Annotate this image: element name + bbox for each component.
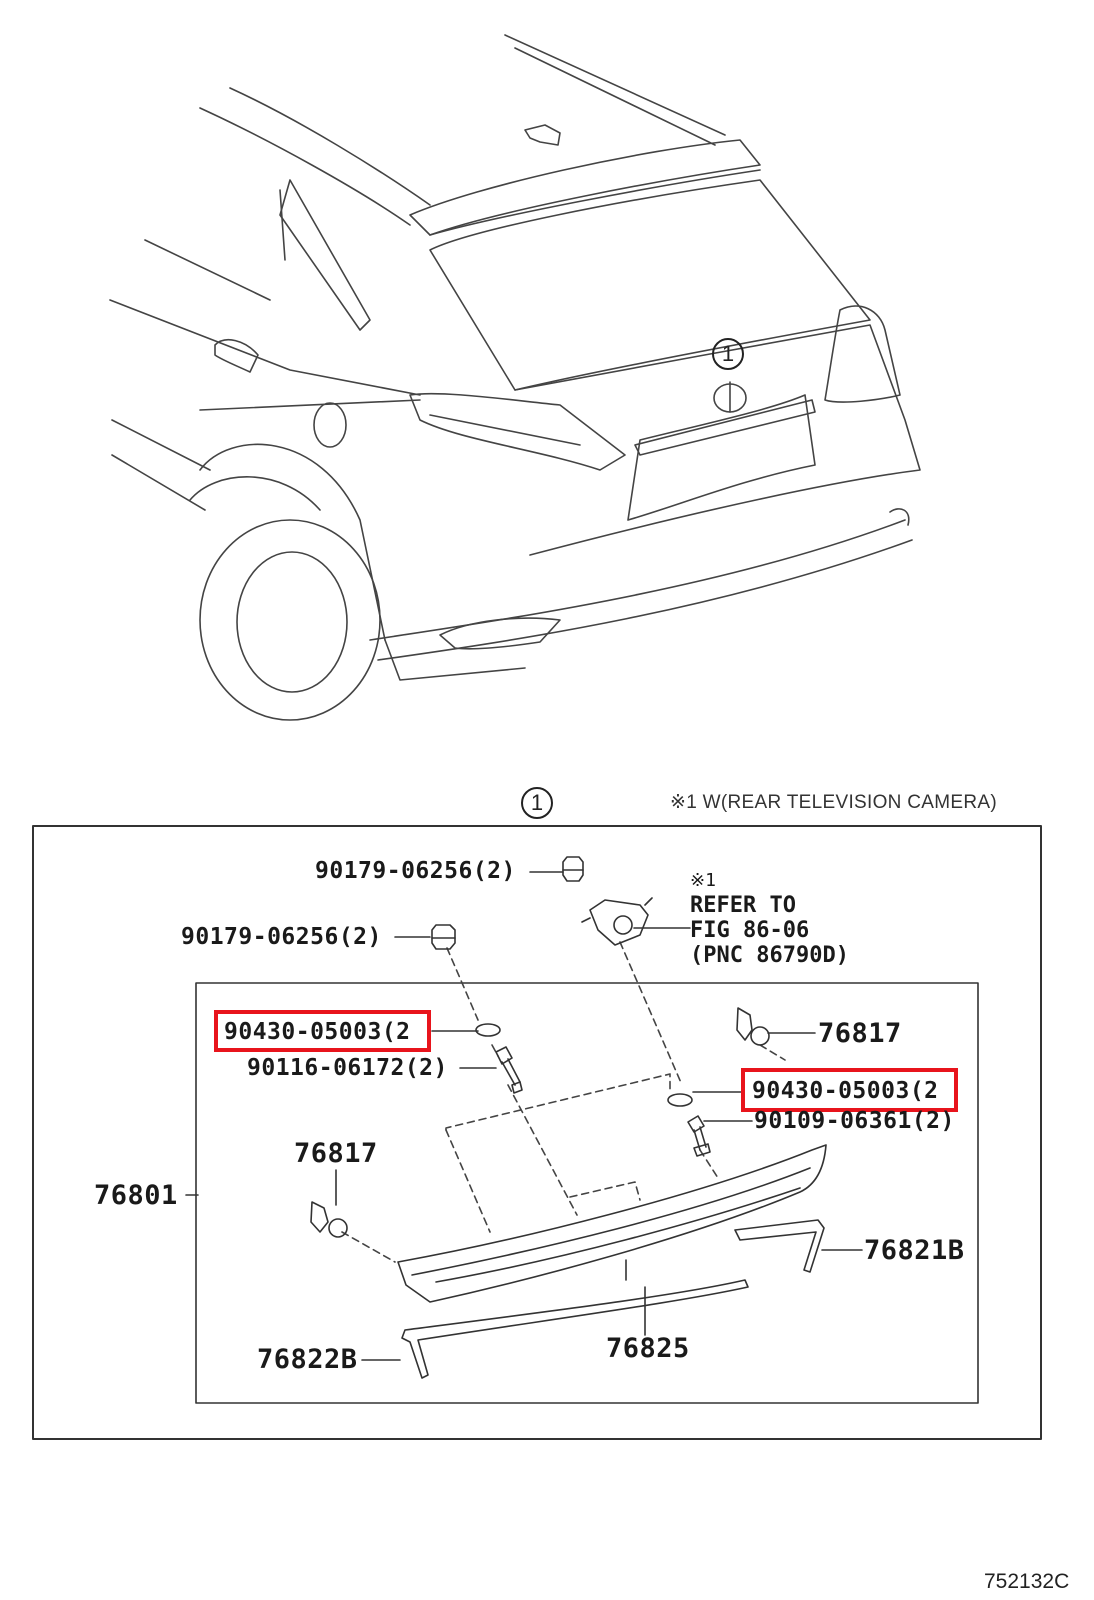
seal-left-shape	[401, 1279, 749, 1379]
label-clip-left: 76817	[294, 1138, 378, 1169]
nut-second-shape	[431, 924, 456, 950]
label-seal-right: 76821B	[864, 1235, 965, 1266]
vehicle-illustration	[109, 34, 921, 721]
refer-line1: REFER TO	[690, 893, 796, 918]
detail-callout-marker: 1	[521, 787, 553, 819]
camera-shape	[581, 897, 653, 946]
label-garnish-sub: 76825	[606, 1333, 690, 1364]
clip-left-shape	[310, 1201, 348, 1238]
refer-line2: FIG 86-06	[690, 918, 810, 943]
camera-note: ※1 W(REAR TELEVISION CAMERA)	[670, 792, 997, 813]
label-nut-a: 90179-06256(2)	[315, 858, 516, 884]
dashed-lines	[341, 941, 786, 1263]
label-bolt-right: 90109-06361(2)	[754, 1108, 955, 1134]
refer-line3: (PNC 86790D)	[690, 943, 849, 968]
vehicle-callout-marker: 1	[712, 338, 744, 370]
label-nut-b: 90179-06256(2)	[181, 924, 382, 950]
label-bolt-left: 90116-06172(2)	[247, 1055, 448, 1081]
seal-right-shape	[734, 1219, 825, 1273]
highlight-washer-left	[214, 1010, 431, 1052]
garnish-shape	[397, 1144, 827, 1303]
label-seal-left: 76822B	[257, 1344, 358, 1375]
nut-top-shape	[562, 856, 584, 882]
washer-right-shape	[667, 1093, 693, 1107]
washer-left-shape	[475, 1023, 501, 1037]
label-clip-right: 76817	[818, 1018, 902, 1049]
label-washer-right: 90430-05003(2	[752, 1078, 939, 1104]
label-garnish-assy: 76801	[94, 1180, 178, 1211]
refer-mark: ※1	[690, 870, 716, 891]
bolt-right-shape	[687, 1115, 711, 1157]
label-washer-left: 90430-05003(2	[224, 1019, 411, 1045]
leader-lines	[185, 871, 863, 1361]
clip-right-shape	[736, 1007, 770, 1046]
refer-note: ※1 REFER TO FIG 86-06 (PNC 86790D)	[690, 868, 849, 968]
highlight-washer-right	[741, 1068, 958, 1112]
bolt-left-shape	[495, 1046, 523, 1094]
figure-id: 752132C	[984, 1570, 1070, 1593]
